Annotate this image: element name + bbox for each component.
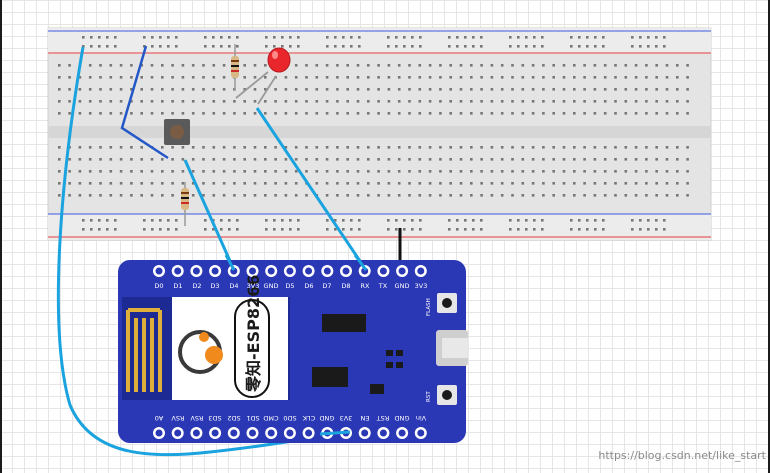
watermark: https://blog.csdn.net/like_start <box>598 449 766 462</box>
rst-label: RST <box>426 391 432 402</box>
svg-text:D6: D6 <box>304 282 313 290</box>
svg-text:RSV: RSV <box>171 414 185 422</box>
svg-text:D8: D8 <box>341 282 350 290</box>
resistor-led <box>231 44 239 90</box>
breadboard-holes <box>58 36 689 231</box>
svg-text:D1: D1 <box>173 282 182 290</box>
svg-text:Vin: Vin <box>416 414 426 422</box>
window-border-right <box>768 0 770 473</box>
chip-label: 零知-ESP8266 <box>244 275 263 393</box>
pin-labels-bottom: A0 RSV RSV SD3 SD2 SD1 CMD SD0 CLK GND 3… <box>155 414 426 422</box>
svg-text:3V3: 3V3 <box>247 282 260 290</box>
breadboard <box>47 27 712 241</box>
wire-3v3 <box>56 46 351 457</box>
push-button <box>164 119 190 145</box>
svg-text:RST: RST <box>377 414 390 422</box>
svg-text:RX: RX <box>361 282 371 290</box>
svg-text:D0: D0 <box>154 282 163 290</box>
wire-rx <box>255 107 368 271</box>
led-red <box>235 47 291 105</box>
svg-text:D4: D4 <box>229 282 238 290</box>
svg-text:GND: GND <box>264 282 279 290</box>
svg-text:A0: A0 <box>155 414 164 422</box>
svg-text:GND: GND <box>395 414 410 422</box>
window-border-left <box>0 0 2 473</box>
header-pins-bottom <box>153 427 427 439</box>
svg-text:D2: D2 <box>192 282 201 290</box>
diode <box>370 384 384 394</box>
svg-text:GND: GND <box>320 414 335 422</box>
svg-text:D3: D3 <box>210 282 219 290</box>
resistor-pulldown <box>181 182 189 226</box>
pin-labels-top: D0 D1 D2 D3 D4 3V3 GND D5 D6 D7 D8 RX TX… <box>154 282 427 290</box>
regulator <box>312 367 348 387</box>
wire-blue-link <box>120 45 169 160</box>
svg-text:SD0: SD0 <box>283 414 296 422</box>
svg-text:SD2: SD2 <box>227 414 240 422</box>
svg-text:EN: EN <box>360 414 369 422</box>
antenna-trace <box>126 308 162 392</box>
svg-text:TX: TX <box>378 282 388 290</box>
svg-text:GND: GND <box>395 282 410 290</box>
svg-text:SD3: SD3 <box>208 414 221 422</box>
wire-d4 <box>183 159 236 271</box>
esp8266-board: 零知-ESP8266 FLASH RST D0 D1 D2 D3 D4 3V3 … <box>118 260 468 443</box>
svg-text:RSV: RSV <box>190 414 204 422</box>
svg-text:D7: D7 <box>322 282 331 290</box>
flash-label: FLASH <box>426 298 432 316</box>
header-pins-top <box>153 265 427 277</box>
svg-text:SD1: SD1 <box>246 414 259 422</box>
svg-text:3V3: 3V3 <box>340 414 353 422</box>
svg-text:CMD: CMD <box>263 414 278 422</box>
svg-text:D5: D5 <box>285 282 294 290</box>
usb-serial-ic <box>322 314 366 332</box>
logo <box>178 330 223 374</box>
svg-text:3V3: 3V3 <box>415 282 428 290</box>
svg-text:CLK: CLK <box>302 414 315 422</box>
